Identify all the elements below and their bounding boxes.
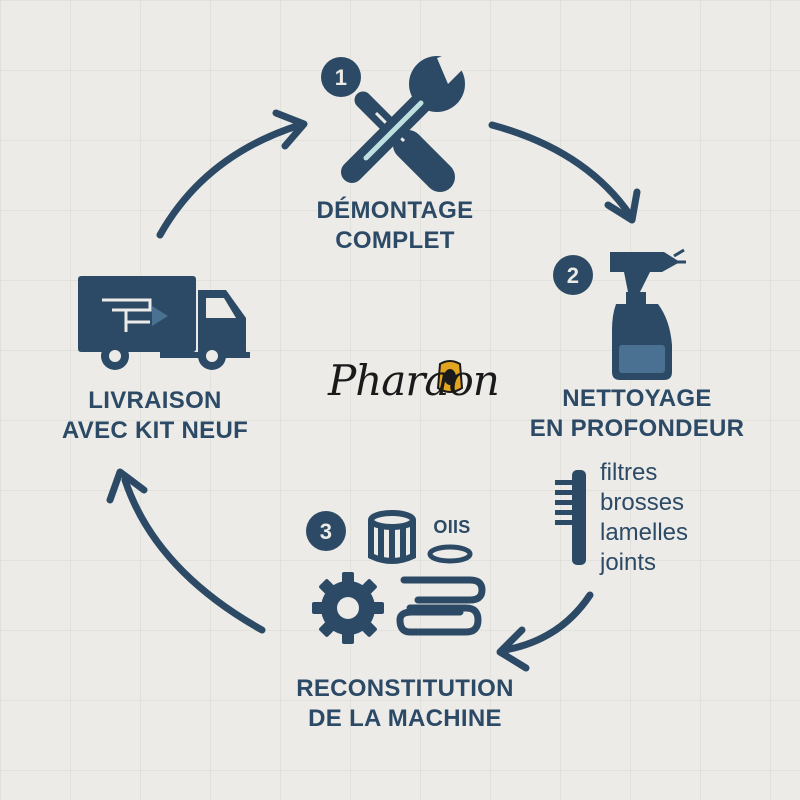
parts-text: OIIS <box>433 517 471 537</box>
step-2-line1: NETTOYAGE <box>562 385 712 412</box>
step-1-label: DÉMONTAGE COMPLET <box>290 196 500 256</box>
lamelles-icon <box>396 576 486 636</box>
arrow-4-to-1 <box>156 109 308 239</box>
list-item: lamelles <box>600 519 689 546</box>
pharaoh-mask-icon <box>436 360 464 393</box>
comb-icon <box>555 470 586 565</box>
step-4-line2: AVEC KIT NEUF <box>61 417 249 444</box>
list-item: filtres <box>600 459 658 486</box>
arrow-2-to-3 <box>496 591 594 672</box>
step-2-line2: EN PROFONDEUR <box>529 415 745 442</box>
step-4-line1: LIVRAISON <box>88 387 222 414</box>
step-3-line1: RECONSTITUTION <box>296 675 514 702</box>
brand-logo: Pharaon <box>328 356 500 405</box>
arrow-1-to-2 <box>488 121 641 224</box>
step-2-number: 2 <box>566 263 580 288</box>
step-3-number: 3 <box>319 519 333 544</box>
step-1-line2: COMPLET <box>335 227 455 254</box>
step-1-line1: DÉMONTAGE <box>316 197 474 224</box>
step-3-line2: DE LA MACHINE <box>308 705 502 732</box>
step-2-badge <box>553 255 593 295</box>
delivery-truck-icon <box>78 276 250 370</box>
cleaned-parts-list: filtres brosses lamelles joints <box>600 458 688 578</box>
arrow-3-to-4 <box>106 468 266 634</box>
gear-icon <box>312 572 384 644</box>
filter-cartridge-icon <box>368 510 416 564</box>
step-1-number: 1 <box>334 65 348 90</box>
step-3-badge <box>306 511 346 551</box>
step-2-label: NETTOYAGE EN PROFONDEUR <box>512 384 762 444</box>
list-item: brosses <box>600 489 685 516</box>
step-1-badge <box>321 57 361 97</box>
list-item: joints <box>600 549 657 576</box>
gasket-icon <box>427 544 473 564</box>
step-4-label: LIVRAISON AVEC KIT NEUF <box>50 386 260 446</box>
wrench-screwdriver-icon <box>341 52 465 192</box>
spray-bottle-icon <box>610 248 686 380</box>
step-3-label: RECONSTITUTION DE LA MACHINE <box>275 674 535 734</box>
